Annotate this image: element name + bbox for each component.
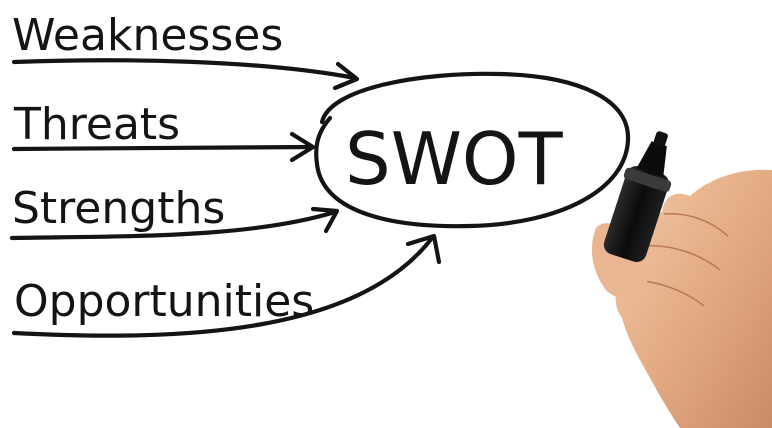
marker — [603, 131, 672, 263]
marker-tip — [636, 141, 667, 177]
label-strengths: Strengths — [12, 183, 225, 234]
arrow-threats — [11, 144, 315, 152]
arrowhead-weaknesses — [332, 61, 360, 91]
marker-barrel — [603, 166, 669, 263]
marker-band — [623, 167, 672, 192]
arrow-weaknesses — [11, 58, 358, 81]
label-weaknesses: Weaknesses — [12, 10, 283, 61]
label-opportunities: Opportunities — [14, 276, 314, 327]
swot-ellipse — [314, 71, 631, 229]
finger-crease-2 — [643, 244, 721, 271]
label-threats: Threats — [13, 99, 180, 150]
marker-nib — [653, 131, 668, 147]
hand-with-marker — [591, 131, 772, 428]
arrowhead-opportunities — [405, 233, 442, 265]
arrow-strengths — [9, 209, 338, 241]
arrow-opportunities — [11, 235, 435, 338]
swot-title: SWOT — [345, 117, 564, 201]
arrowhead-threats — [289, 131, 316, 163]
finger-crease-1 — [663, 212, 729, 237]
arrowhead-strengths — [310, 206, 340, 234]
